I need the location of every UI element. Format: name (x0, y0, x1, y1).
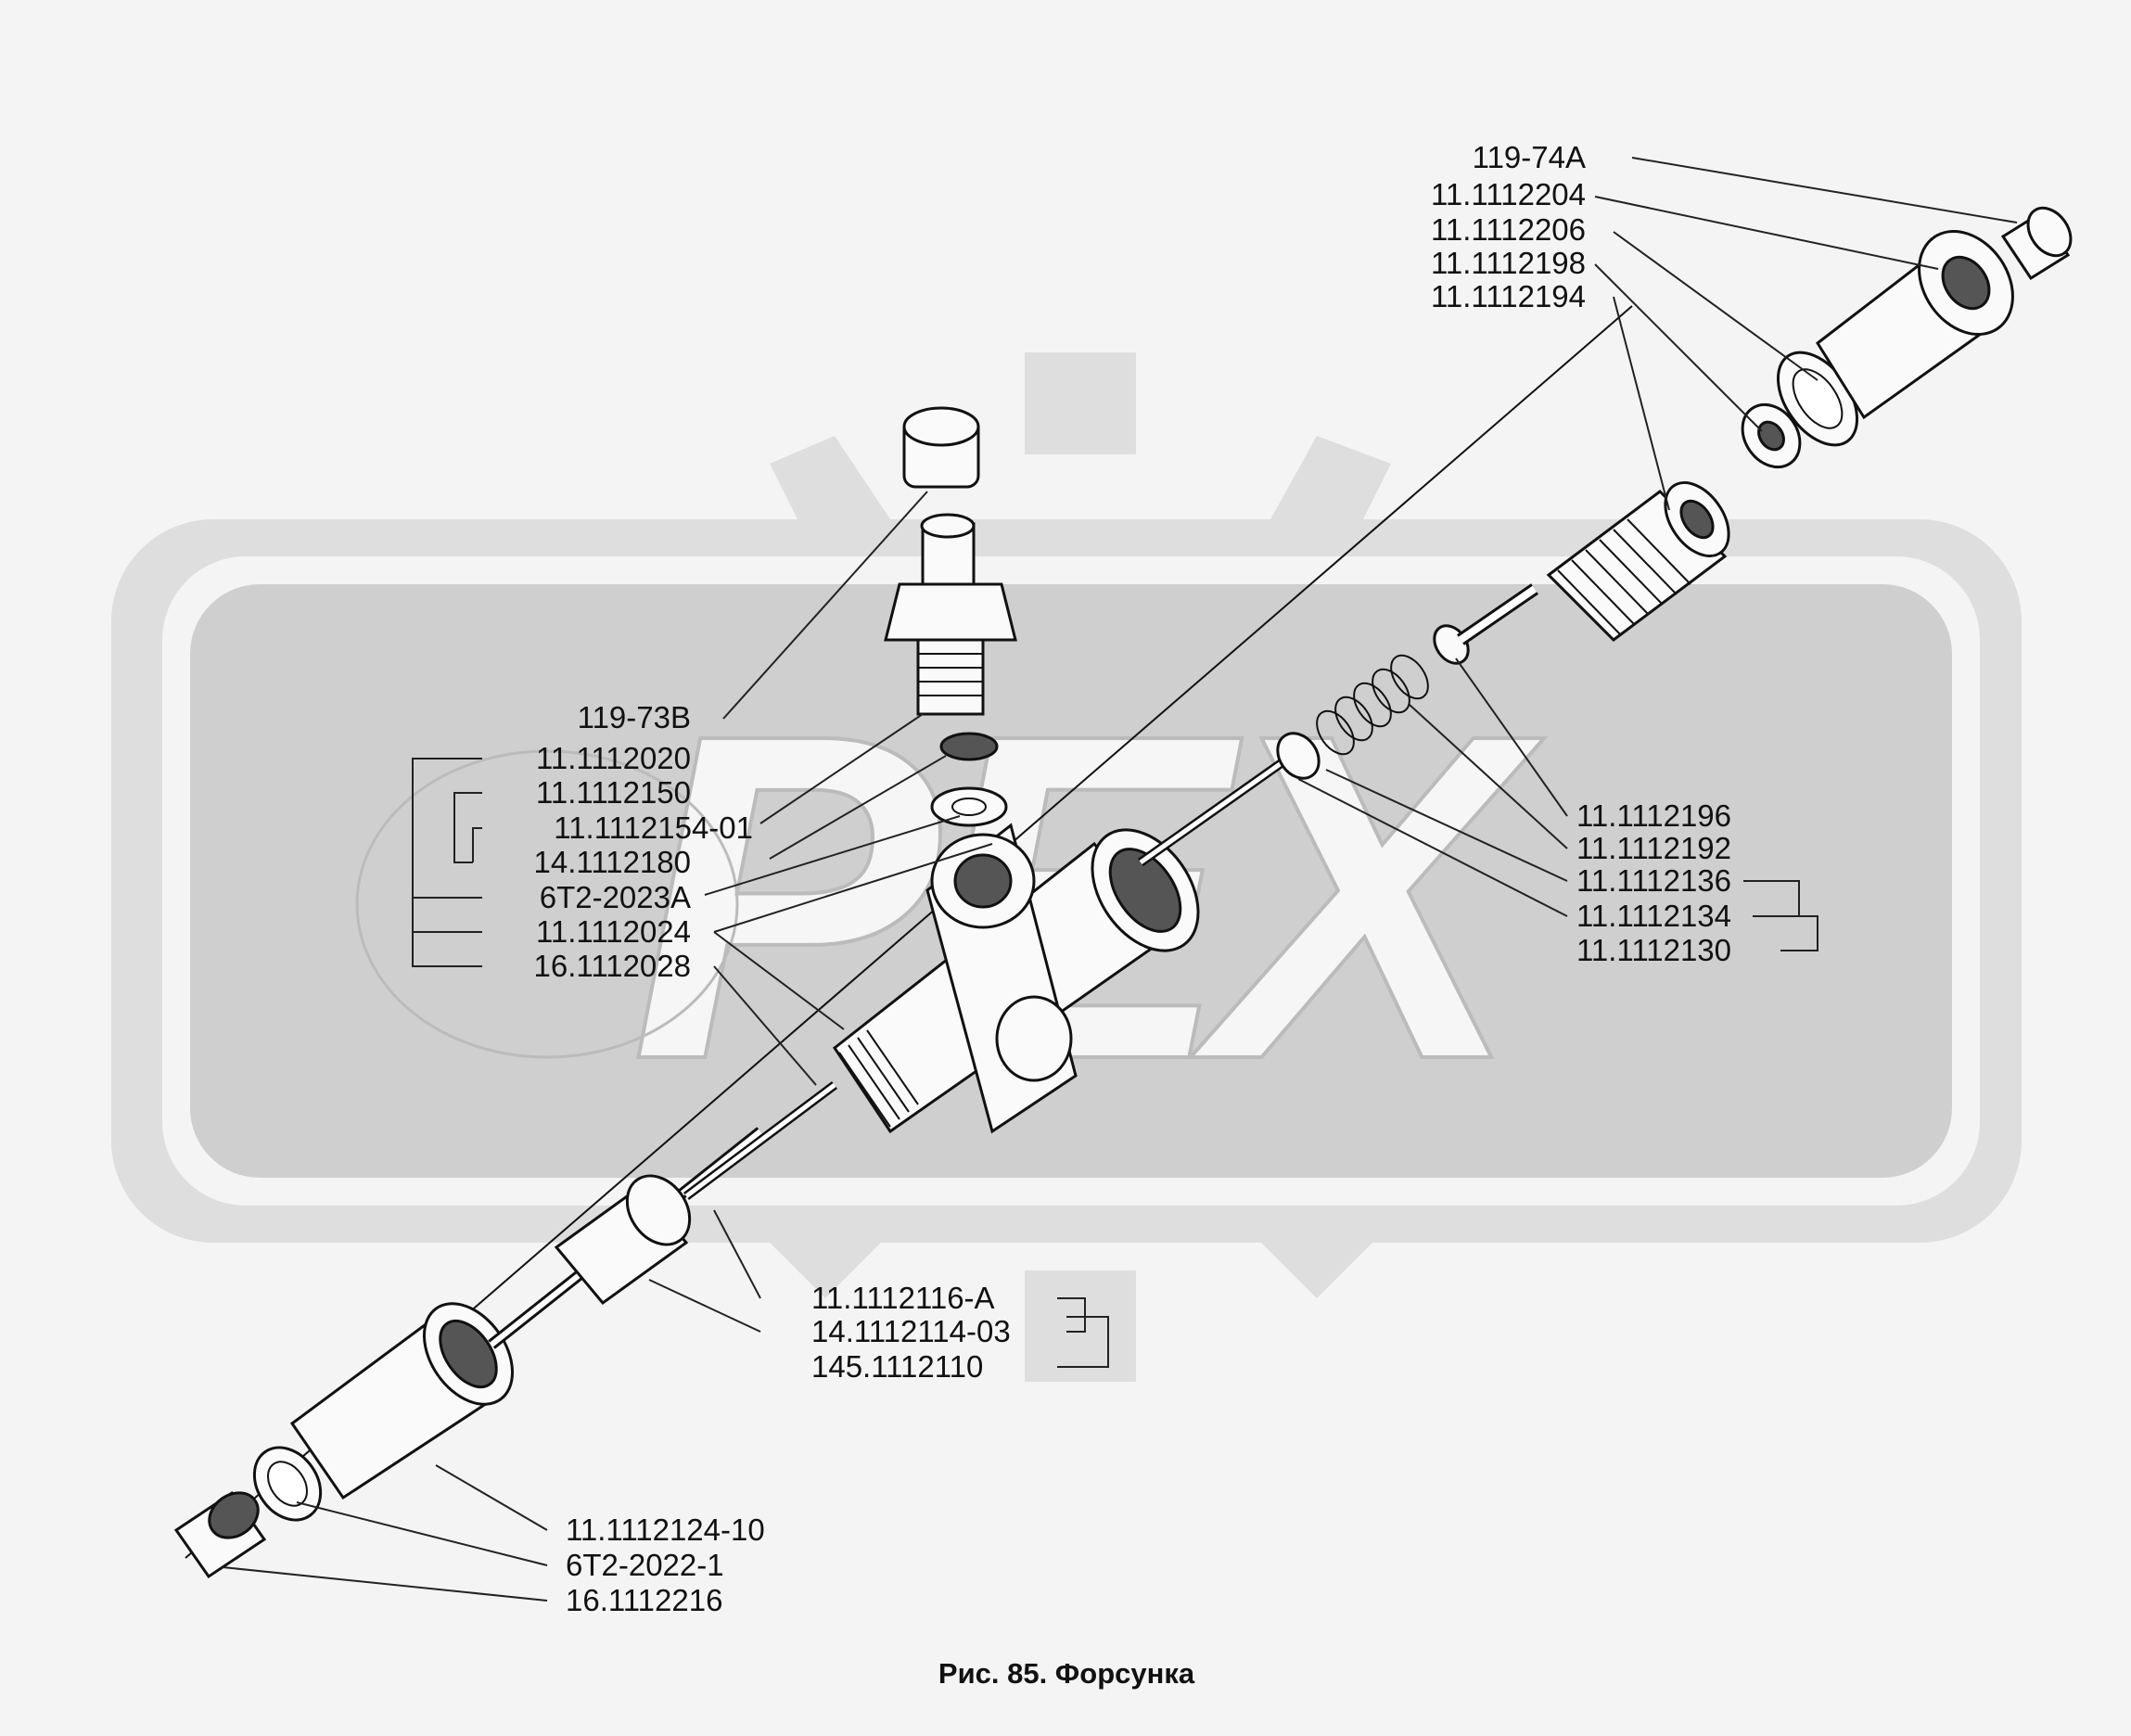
part-body (832, 823, 1200, 1134)
label-11-1112206: 11.1112206 (1431, 212, 1586, 247)
part-spring (1316, 654, 1429, 756)
part-labels: 119-74А 11.1112204 11.1112206 11.1112198… (534, 140, 1731, 1617)
watermark-ellipse (355, 749, 739, 1059)
label-11-1112204: 11.1112204 (1431, 177, 1586, 211)
watermark-letters: PEX (631, 637, 1545, 1155)
label-11-1112124-10: 11.1112124-10 (566, 1513, 765, 1547)
part-adjusting-screw (1433, 583, 1538, 665)
label-14-1112180: 14.1112180 (534, 845, 691, 879)
label-16-1112216: 16.1112216 (566, 1583, 722, 1617)
label-11-1112130: 11.1112130 (1576, 933, 1731, 967)
label-11-1112196: 11.1112196 (1576, 798, 1731, 833)
label-119-74a: 119-74А (1473, 140, 1586, 174)
label-11-1112116-a: 11.1112116-А (811, 1281, 995, 1315)
figure-caption: Рис. 85. Форсунка (938, 1657, 1195, 1690)
part-plug-119-74a (2000, 206, 2073, 281)
part-spacer (554, 1174, 692, 1306)
label-119-73b: 119-73В (578, 700, 691, 734)
part-cap-119-73b (902, 406, 980, 489)
part-filter (939, 732, 999, 761)
label-11-1112154-01: 11.1112154-01 (554, 811, 753, 845)
part-nozzle-nut (289, 1302, 515, 1500)
label-6t2-2022-1: 6Т2-2022-1 (566, 1548, 724, 1582)
label-11-1112134: 11.1112134 (1576, 899, 1731, 933)
label-16-1112028: 16.1112028 (534, 949, 691, 983)
label-11-1112020: 11.1112020 (536, 741, 691, 775)
label-11-1112150: 11.1112150 (536, 775, 691, 810)
leader-lines (222, 157, 2018, 1602)
label-11-1112194: 11.1112194 (1431, 279, 1586, 313)
label-11-1112136: 11.1112136 (1576, 863, 1731, 898)
part-sleeve (1546, 481, 1730, 642)
label-11-1112198: 11.1112198 (1431, 246, 1586, 280)
label-6t2-2023a: 6Т2-2023А (540, 880, 691, 914)
label-145-1112110: 145.1112110 (811, 1349, 983, 1384)
label-11-1112024: 11.1112024 (536, 914, 691, 949)
part-fitting (884, 513, 1017, 716)
part-cap-nut (1816, 229, 2014, 420)
label-14-1112114-03: 14.1112114-03 (811, 1314, 1011, 1348)
part-cap-16-1112216 (173, 1490, 267, 1579)
label-11-1112192: 11.1112192 (1576, 831, 1731, 865)
injector-parts (173, 206, 2073, 1579)
